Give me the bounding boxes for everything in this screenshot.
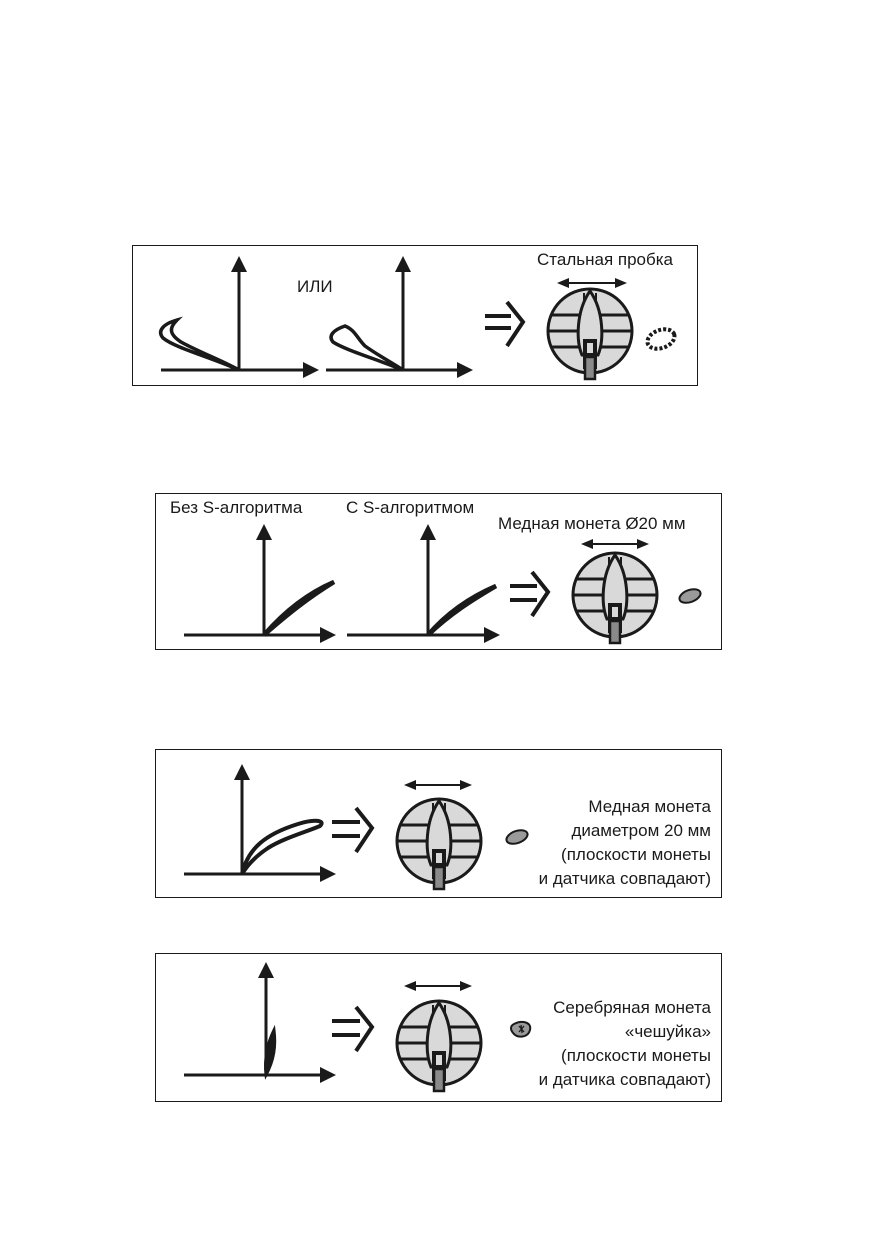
search-coil-icon (546, 287, 634, 381)
implies-arrow (332, 1005, 375, 1053)
panel-copper-coin: Без S-алгоритма С S-алгоритмом Медная мо… (155, 493, 722, 650)
signal-plot-without-s (184, 524, 336, 643)
target-label: Стальная пробка (537, 250, 673, 269)
target-line-2: «чешуйка» (624, 1022, 711, 1041)
target-label: Медная монета Ø20 мм (498, 514, 686, 533)
signal-plot-with-s (347, 524, 500, 643)
panel-copper-coin-drawing (184, 524, 702, 645)
copper-coin-icon (505, 829, 529, 845)
signal-plot (184, 764, 336, 882)
steel-cap-icon (645, 327, 677, 351)
target-line-4: и датчика совпадают) (538, 869, 711, 888)
sweep-arrow (404, 981, 472, 991)
panel-steel-cap-drawing: ИЛИ (158, 256, 677, 381)
implies-arrow (332, 806, 375, 854)
target-description: Серебряная монета «чешуйка» (плоскости м… (539, 996, 711, 1092)
without-s-label: Без S-алгоритма (170, 498, 303, 517)
sweep-arrow (581, 539, 649, 549)
search-coil-icon (571, 551, 659, 645)
sweep-arrow (404, 780, 472, 790)
panel-silver-scale-coin-drawing (184, 962, 532, 1093)
search-coil-icon (395, 999, 483, 1093)
silver-scale-coin-icon (510, 1021, 532, 1038)
signal-plot (184, 962, 336, 1083)
target-line-1: Медная монета (588, 797, 711, 816)
signal-plot-left (158, 256, 319, 378)
target-line-3: (плоскости монеты (561, 1046, 711, 1065)
target-description: Медная монета диаметром 20 мм (плоскости… (539, 795, 711, 891)
copper-coin-icon (678, 588, 702, 604)
target-line-1: Серебряная монета (553, 998, 711, 1017)
implies-arrow (485, 300, 526, 348)
panel-copper-coin-parallel-drawing (184, 764, 529, 891)
implies-arrow (510, 570, 551, 618)
target-line-2: диаметром 20 мм (571, 821, 711, 840)
panel-copper-coin-parallel: Медная монета диаметром 20 мм (плоскости… (155, 749, 722, 898)
with-s-label: С S-алгоритмом (346, 498, 475, 517)
panel-steel-cap: ИЛИ Стальная пробка (132, 245, 698, 386)
search-coil-icon (395, 797, 483, 891)
sweep-arrow (557, 278, 627, 288)
target-line-4: и датчика совпадают) (538, 1070, 711, 1089)
target-line-3: (плоскости монеты (561, 845, 711, 864)
panel-silver-scale-coin: Серебряная монета «чешуйка» (плоскости м… (155, 953, 722, 1102)
or-label: ИЛИ (297, 277, 333, 296)
signal-plot-right (326, 256, 473, 378)
